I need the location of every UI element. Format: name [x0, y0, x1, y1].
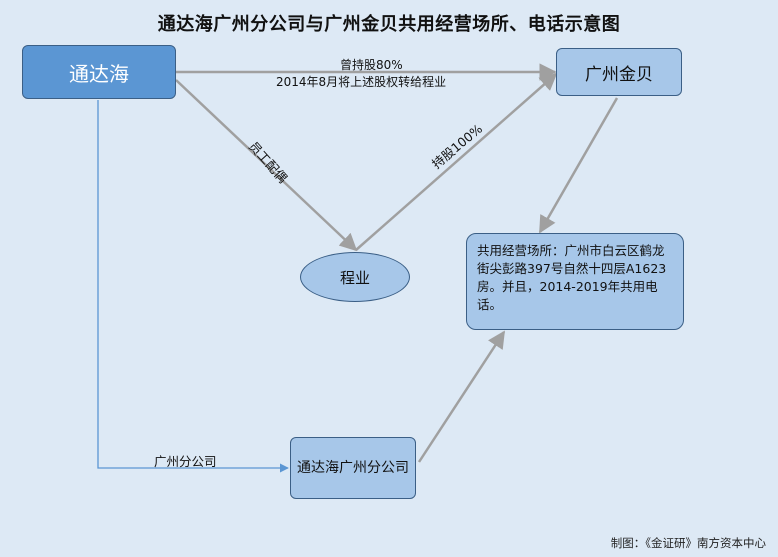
node-branch: 通达海广州分公司 — [290, 437, 416, 499]
node-tongdahai: 通达海 — [22, 45, 176, 99]
node-chengye: 程业 — [300, 252, 410, 302]
arrow-chengye-to-jinbei — [355, 72, 558, 251]
node-shared-place: 共用经营场所：广州市白云区鹤龙街尖彭路397号自然十四层A1623房。并且，20… — [466, 233, 684, 330]
arrow-tongdahai-to-chengye — [175, 79, 358, 252]
diagram-title: 通达海广州分公司与广州金贝共用经营场所、电话示意图 — [157, 14, 621, 35]
label-branch: 广州分公司 — [154, 454, 217, 469]
label-transfer-2014: 2014年8月将上述股权转给程业 — [276, 75, 447, 89]
arrow-branch-to-place — [417, 330, 506, 463]
credit-text: 制图：《金证研》南方资本中心 — [610, 536, 766, 550]
arrow-jinbei-to-place — [538, 97, 619, 234]
arrow-tongdahai-to-branch — [97, 100, 289, 473]
label-former-holding: 曾持股80% — [340, 58, 403, 72]
node-guangzhou-jinbei: 广州金贝 — [556, 48, 682, 96]
